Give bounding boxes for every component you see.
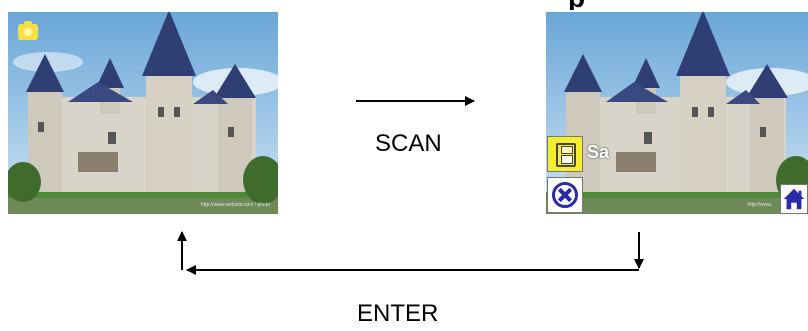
home-icon	[783, 188, 805, 210]
enter-label: ENTER	[357, 300, 439, 327]
camera-icon	[18, 21, 38, 40]
save-label: Sa	[587, 142, 610, 162]
cancel-button[interactable]	[547, 177, 583, 213]
scan-label: SCAN	[375, 130, 442, 157]
cut-off-title: p	[568, 0, 628, 10]
save-button[interactable]	[547, 136, 583, 172]
floppy-disk-icon	[556, 143, 576, 167]
photo-watermark: http://www.website.com / photo	[201, 202, 270, 208]
castle-photo	[8, 12, 278, 214]
save-preview-photo: Sa http://www.	[546, 12, 808, 214]
photo-watermark: http://www.	[747, 202, 772, 208]
home-button[interactable]	[780, 184, 808, 214]
scan-preview-photo: http://www.website.com / photo	[8, 12, 278, 214]
castle-photo	[546, 12, 808, 214]
cancel-icon	[552, 182, 578, 208]
